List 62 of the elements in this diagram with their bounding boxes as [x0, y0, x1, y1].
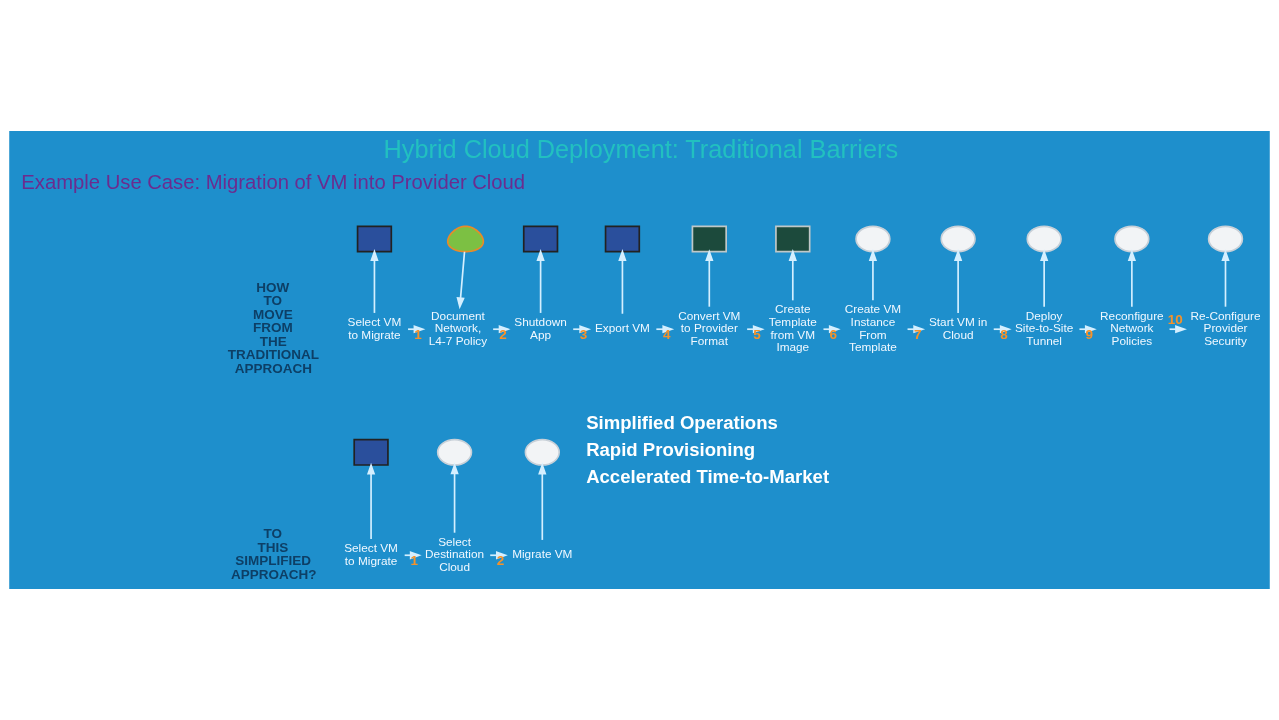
node-text: Convert VM to Provider Format: [678, 308, 741, 348]
arrow: [536, 249, 545, 314]
node-cloud: [855, 225, 891, 253]
node-cloud: [524, 438, 560, 466]
node-text: Create VM Instance From Template: [844, 302, 902, 355]
label: TO THIS SIMPLIFIED APPROACH?: [231, 526, 317, 582]
node-text: Re-Configure Provider Security: [1190, 308, 1261, 348]
arrow: [618, 249, 627, 315]
edge-label: 1: [410, 553, 418, 569]
edge-label: 2: [499, 327, 507, 343]
node-text: Document Network, L4-7 Policy: [428, 308, 488, 348]
node-text: Deploy Site-to-Site Tunnel: [1014, 308, 1074, 348]
node-box: [522, 225, 559, 253]
node-text: Shutdown App: [514, 315, 567, 342]
node-cloud: [436, 438, 473, 466]
arrow: [456, 250, 466, 310]
edge-label: 1: [414, 327, 422, 343]
node-box: [775, 225, 811, 253]
node-text: Select Destination Cloud: [425, 534, 485, 575]
edge-label: 8: [1000, 327, 1008, 343]
node-box: [691, 225, 727, 253]
edge-label: 4: [662, 327, 671, 343]
node-box: [604, 225, 641, 253]
arrow: [868, 249, 878, 302]
node-text: Export VM: [594, 321, 650, 336]
node-text: Create Template from VM Image: [768, 302, 817, 355]
node-person: [446, 225, 485, 253]
label: Simplified Operations: [586, 412, 778, 434]
edge-label: 10: [1167, 311, 1183, 327]
arrow: [1221, 249, 1230, 308]
edge-label: 9: [1085, 327, 1094, 343]
arrow: [953, 249, 963, 314]
arrow: [370, 249, 379, 314]
node-text: Select VM to Migrate: [347, 315, 402, 342]
node-box: [353, 438, 389, 466]
arrow: [1127, 249, 1136, 308]
node-cloud: [940, 225, 976, 253]
arrow: [788, 249, 797, 302]
edge-label: 6: [829, 327, 838, 343]
edge-label: 2: [496, 553, 505, 569]
arrow: [450, 462, 459, 534]
arrow: [655, 325, 675, 334]
edge-label: 7: [914, 327, 922, 343]
label: Accelerated Time-to-Market: [586, 466, 830, 488]
label: HOW TO MOVE FROM THE TRADITIONAL APPROACH: [227, 279, 320, 376]
node-cloud: [1114, 225, 1150, 253]
arrow: [1168, 325, 1187, 334]
arrow: [538, 462, 547, 541]
node-box: [356, 225, 393, 253]
arrow: [1040, 249, 1049, 308]
label: Rapid Provisioning: [586, 439, 756, 461]
node-cloud: [1207, 225, 1244, 253]
node-text: Start VM in Cloud: [928, 315, 988, 342]
edge-label: 3: [579, 327, 588, 343]
arrow: [366, 462, 376, 540]
arrow: [705, 249, 714, 308]
node-cloud: [1026, 225, 1062, 253]
edge-label: 5: [753, 327, 761, 343]
node-text: Select VM to Migrate: [344, 541, 398, 568]
node-text: Reconfigure Network Policies: [1100, 308, 1164, 348]
label: Example Use Case: Migration of VM into Provider Cloud: [21, 171, 526, 194]
node-text: Migrate VM: [512, 547, 573, 562]
